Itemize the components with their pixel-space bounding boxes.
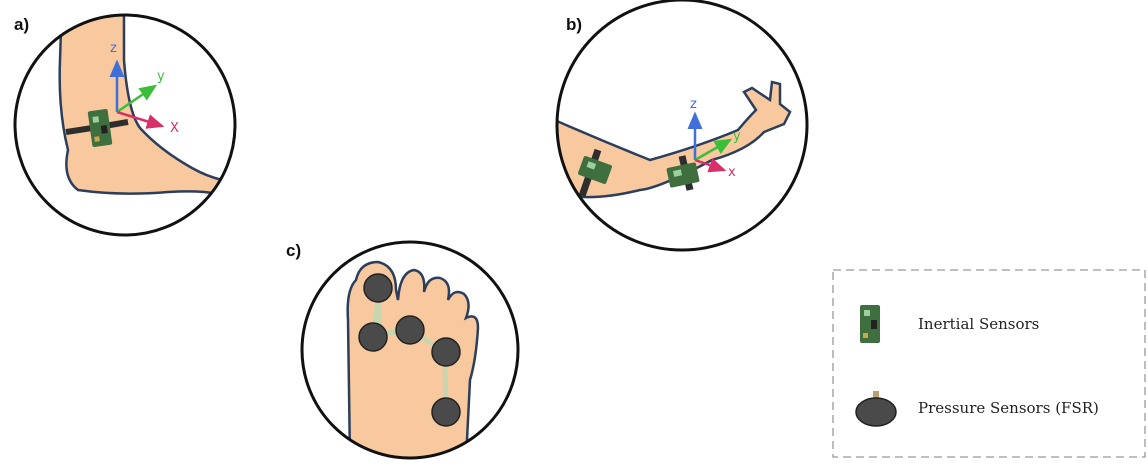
fsr-metatarsal-5 <box>432 338 460 366</box>
fsr-hallux <box>364 274 392 302</box>
panel-a: a) z y X <box>14 0 235 235</box>
legend-box <box>833 270 1145 457</box>
legend-pressure-label: Pressure Sensors (FSR) <box>918 399 1099 417</box>
legend-inertial-label: Inertial Sensors <box>918 315 1039 333</box>
pressure-sensor-icon <box>856 391 896 426</box>
panel-a-label: a) <box>14 15 29 34</box>
fsr-midfoot <box>432 398 460 426</box>
inertial-sensor-icon <box>860 305 880 343</box>
ankle-foot-illustration <box>60 0 226 194</box>
fsr-metatarsal-1 <box>359 323 387 351</box>
panel-b: b) z y x <box>550 0 807 250</box>
axis-x-label: X <box>170 121 179 136</box>
legend: Inertial Sensors Pressure Sensors (FSR) <box>833 270 1145 457</box>
axis-z-label: z <box>110 41 117 56</box>
axis-x-label: x <box>728 165 736 180</box>
fsr-metatarsal-2 <box>396 316 424 344</box>
axis-z-label: z <box>690 97 697 112</box>
axis-y-label: y <box>733 129 741 144</box>
panel-c: c) <box>286 241 518 460</box>
panel-c-label: c) <box>286 241 301 260</box>
axis-y-label: y <box>157 69 165 84</box>
panel-b-label: b) <box>566 15 582 34</box>
